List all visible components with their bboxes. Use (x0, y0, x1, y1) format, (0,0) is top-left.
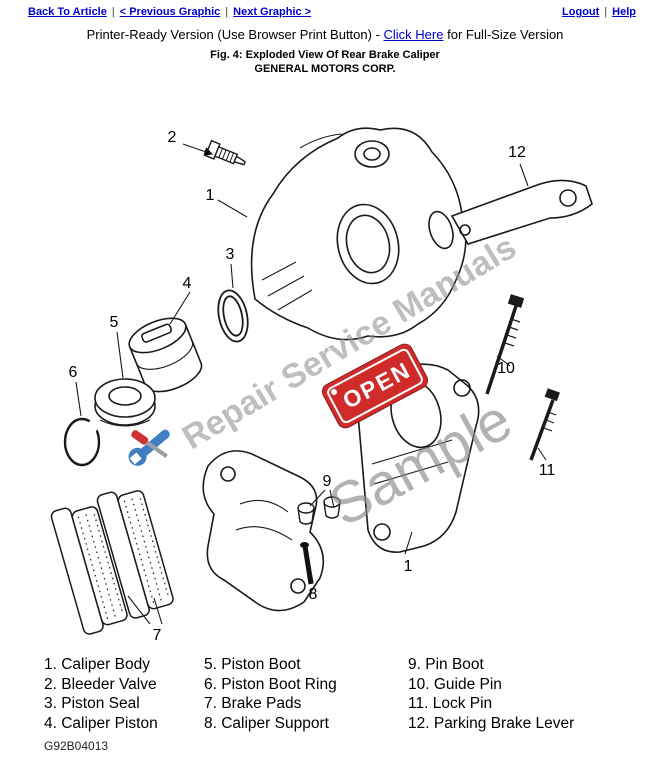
piston-seal-drawing (217, 289, 249, 343)
legend-item: 4. Caliper Piston (44, 714, 158, 732)
piston-boot-ring-drawing (63, 417, 102, 467)
legend-column-2: 5. Piston Boot 6. Piston Boot Ring 7. Br… (204, 655, 337, 733)
part-label-12: 12 (508, 144, 526, 161)
legend-item: 8. Caliper Support (204, 714, 329, 732)
legend-item: 9. Pin Boot (408, 656, 484, 673)
top-nav: Back To Article | < Previous Graphic | Next … (0, 6, 650, 18)
part-labels: 1 2 3 4 5 6 7 8 9 10 11 12 1 (69, 129, 556, 644)
part-label-8: 8 (309, 586, 318, 603)
legend-item: 1. Caliper Body (44, 656, 150, 673)
company-name: GENERAL MOTORS CORP. (254, 63, 396, 75)
parking-brake-lever-drawing (450, 179, 593, 245)
caliper-support-drawing (202, 450, 325, 612)
back-to-article-link[interactable]: Back To Article (28, 6, 107, 18)
legend-item: 12. Parking Brake Lever (408, 714, 575, 732)
part-label-3: 3 (226, 246, 235, 263)
part-label-6: 6 (69, 364, 78, 381)
title-suffix: for Full-Size Version (443, 27, 564, 42)
part-label-4: 4 (183, 275, 192, 292)
pin-boot-drawing (297, 496, 341, 525)
part-label-7: 7 (153, 627, 162, 644)
nav-separator: | (604, 6, 608, 18)
part-label-1b: 1 (404, 558, 413, 575)
figure-id: G92B04013 (44, 739, 109, 753)
figure-caption: Fig. 4: Exploded View Of Rear Brake Cali… (210, 49, 440, 61)
legend-column-1: 1. Caliper Body 2. Bleeder Valve 3. Pist… (44, 655, 158, 733)
nav-left: Back To Article | < Previous Graphic | Next … (28, 6, 311, 18)
bleeder-valve-drawing (204, 139, 246, 166)
nav-right: Logout | Help (562, 6, 636, 18)
legend-item: 5. Piston Boot (204, 656, 301, 673)
leader-lines (75, 143, 547, 625)
legend-item: 11. Lock Pin (408, 695, 493, 712)
help-link[interactable]: Help (612, 6, 636, 18)
previous-graphic-link[interactable]: < Previous Graphic (119, 6, 221, 18)
part-label-10: 10 (497, 360, 515, 377)
logout-link[interactable]: Logout (562, 6, 600, 18)
legend-item: 6. Piston Boot Ring (204, 675, 337, 693)
part-label-5: 5 (110, 314, 119, 331)
tools-icon (128, 429, 170, 466)
part-label-11: 11 (539, 462, 556, 479)
legend-column-3: 9. Pin Boot 10. Guide Pin 11. Lock Pin 1… (408, 655, 574, 733)
support-pin-drawing (300, 542, 314, 585)
lock-pin-drawing (529, 388, 560, 461)
exploded-diagram: Repair Service Manuals Sample OPEN 1 2 3… (50, 127, 593, 644)
legend-item: 2. Bleeder Valve (44, 675, 157, 693)
brake-pads-drawing (50, 490, 174, 635)
full-size-link[interactable]: Click Here (383, 27, 444, 42)
legend-item: 3. Piston Seal (44, 695, 140, 712)
piston-boot-drawing (94, 378, 156, 427)
legend-item: 7. Brake Pads (204, 695, 302, 712)
part-label-1: 1 (206, 187, 215, 204)
guide-pin-drawing (485, 294, 525, 395)
title-prefix: Printer-Ready Version (Use Browser Print… (86, 27, 384, 42)
nav-separator: | (111, 6, 115, 18)
part-label-2: 2 (168, 129, 177, 146)
legend-item: 10. Guide Pin (408, 675, 502, 693)
caliper-piston-drawing (128, 317, 203, 393)
caliper-body-drawing (250, 127, 467, 341)
nav-separator: | (225, 6, 229, 18)
part-label-9: 9 (323, 473, 332, 490)
next-graphic-link[interactable]: Next Graphic > (233, 6, 312, 18)
page-title: Printer-Ready Version (Use Browser Print… (0, 27, 650, 42)
